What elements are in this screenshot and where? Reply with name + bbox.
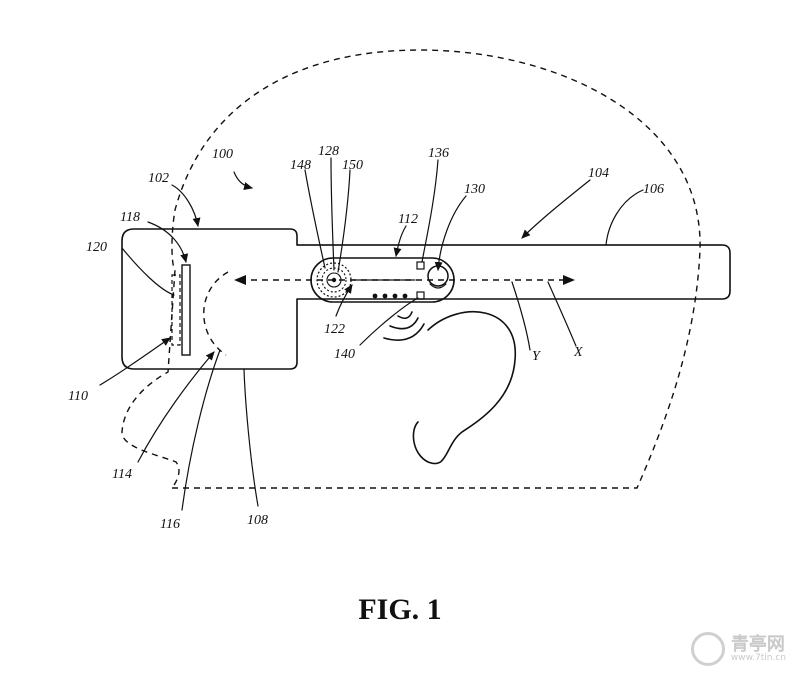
label-X: X bbox=[573, 345, 583, 360]
sound-wave-3 bbox=[383, 323, 425, 341]
leader-104 bbox=[521, 179, 591, 239]
dot-3 bbox=[392, 293, 398, 299]
leader-140 bbox=[359, 297, 419, 346]
dot-4 bbox=[402, 293, 408, 299]
leader-116 bbox=[181, 349, 221, 511]
sound-wave-1 bbox=[397, 311, 413, 320]
watermark-text-group: 青亭网 www.7tin.cn bbox=[730, 633, 786, 663]
label-112: 112 bbox=[398, 212, 418, 227]
leader-136 bbox=[421, 159, 439, 263]
eye-curve bbox=[203, 271, 229, 356]
leader-122 bbox=[335, 284, 353, 317]
label-122: 122 bbox=[324, 322, 345, 337]
label-148: 148 bbox=[290, 158, 311, 173]
label-110: 110 bbox=[68, 389, 88, 404]
leader-114 bbox=[137, 351, 215, 463]
figure-caption: FIG. 1 bbox=[358, 593, 442, 626]
leader-106 bbox=[605, 189, 644, 246]
label-140: 140 bbox=[334, 347, 355, 362]
leader-102 bbox=[171, 184, 201, 227]
sound-wave-2 bbox=[389, 317, 419, 330]
watermark-logo-icon bbox=[690, 632, 725, 666]
label-116: 116 bbox=[160, 517, 180, 532]
axis-arrowhead-right bbox=[563, 275, 575, 285]
sensor-arc bbox=[429, 283, 447, 289]
leader-110 bbox=[99, 337, 171, 386]
leader-150 bbox=[337, 169, 351, 273]
leader-128 bbox=[330, 157, 335, 271]
label-Y: Y bbox=[532, 349, 542, 364]
head-outline bbox=[121, 49, 701, 489]
leader-100 bbox=[233, 171, 253, 190]
axis-arrowhead-left bbox=[234, 275, 246, 285]
component-140-box bbox=[416, 291, 425, 300]
label-102: 102 bbox=[148, 171, 169, 186]
leader-108 bbox=[243, 368, 259, 507]
watermark-sub: www.7tin.cn bbox=[730, 652, 786, 663]
ear-outline bbox=[412, 310, 516, 465]
watermark-text: 青亭网 bbox=[730, 633, 785, 655]
label-150: 150 bbox=[342, 158, 363, 173]
label-118: 118 bbox=[120, 210, 140, 225]
label-136: 136 bbox=[428, 146, 449, 161]
watermark: 青亭网 www.7tin.cn bbox=[690, 632, 786, 666]
leader-Y bbox=[511, 281, 531, 351]
lens-120 bbox=[171, 274, 181, 346]
device-housing bbox=[121, 228, 731, 370]
track-slot bbox=[310, 257, 455, 303]
label-100: 100 bbox=[212, 147, 233, 162]
label-120: 120 bbox=[86, 240, 107, 255]
leader-148 bbox=[304, 169, 326, 269]
leader-120 bbox=[121, 247, 175, 296]
leader-118 bbox=[147, 221, 189, 263]
dot-1 bbox=[372, 293, 378, 299]
label-106: 106 bbox=[643, 182, 664, 197]
label-114: 114 bbox=[112, 467, 132, 482]
component-136-box bbox=[416, 261, 425, 270]
label-128: 128 bbox=[318, 144, 339, 159]
leader-130 bbox=[434, 195, 467, 271]
label-108: 108 bbox=[247, 513, 268, 528]
leader-X bbox=[547, 281, 577, 347]
label-104: 104 bbox=[588, 166, 609, 181]
leader-112 bbox=[393, 225, 407, 257]
dot-2 bbox=[382, 293, 388, 299]
display-118 bbox=[181, 264, 191, 356]
label-130: 130 bbox=[464, 182, 485, 197]
